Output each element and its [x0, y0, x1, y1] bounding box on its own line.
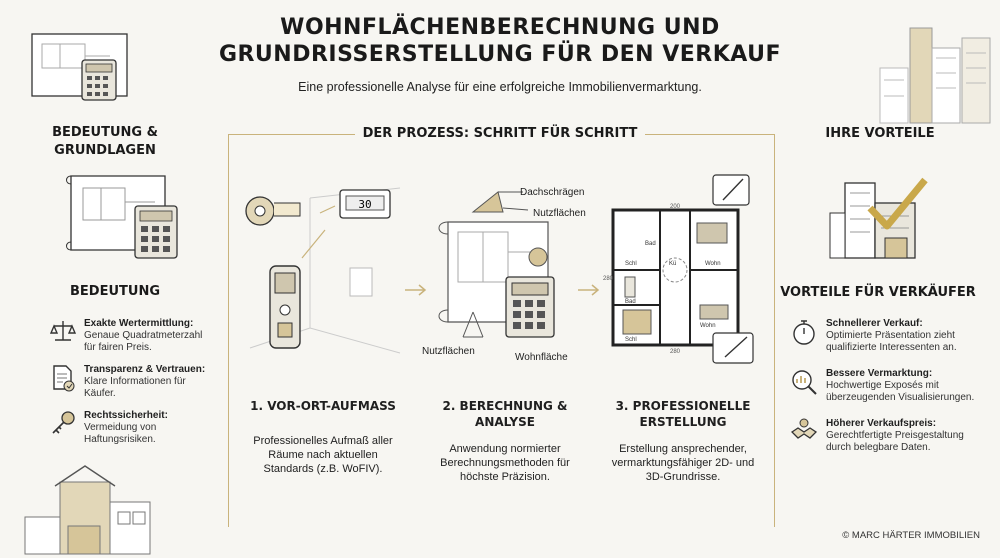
item-title: Transparenz & Vertrauen:	[84, 364, 206, 375]
step-title-line-2: ERSTELLUNG	[639, 415, 727, 429]
left-heading: BEDEUTUNG & GRUNDLAGEN	[30, 124, 180, 160]
item-title: Exakte Wertermittlung:	[84, 318, 194, 329]
plan-room-left: Schl	[625, 261, 637, 267]
right-subheading: VORTEILE FÜR VERKÄUFER	[780, 285, 976, 300]
title-line-2: GRUNDRISSERSTELLUNG FÜR DEN VERKAUF	[218, 42, 782, 67]
plan-dim-side: 280	[603, 276, 614, 282]
step-title-line-1: 1. VOR-ORT-AUFMASS	[250, 399, 396, 413]
label-living: Wohnfläche	[515, 352, 568, 363]
item-text: Genaue Quadratmeterzahl für fairen Preis…	[84, 330, 203, 353]
page-subtitle: Eine professionelle Analyse für eine erf…	[298, 80, 702, 94]
calculation-illustration	[438, 191, 555, 338]
label-roof: Dachschrägen	[520, 187, 585, 198]
floor-plan-illustration: 200 280 280 Bad Schl Kü Bad Wohn Schl Wo…	[603, 174, 754, 364]
right-heading: IHRE VORTEILE	[825, 126, 935, 141]
item-text: Hochwertige Exposés mit überzeugenden Vi…	[826, 380, 975, 403]
building-check-icon	[829, 177, 928, 259]
document-check-icon	[53, 365, 75, 392]
plan-dim-bottom: 280	[670, 349, 681, 355]
arrow-icon	[578, 284, 600, 296]
plan-room-bath: Bad	[645, 241, 656, 247]
item-text: Klare Informationen für Käufer.	[84, 376, 186, 399]
step-desc: Erstellung ansprechender, vermarktungsfä…	[611, 443, 755, 483]
step-1: 1. VOR-ORT-AUFMASS Professionelles Aufma…	[238, 398, 408, 476]
plan-room-bl: Bad	[625, 299, 636, 305]
left-subheading: BEDEUTUNG	[70, 284, 160, 299]
house-icon	[24, 465, 151, 555]
process-heading: DER PROZESS: SCHRITT FÜR SCHRITT	[355, 126, 645, 141]
step-desc: Anwendung normierter Berechnungsmethoden…	[440, 443, 570, 483]
plan-calculator-icon	[66, 175, 178, 259]
stopwatch-icon	[793, 320, 815, 345]
label-usable-top: Nutzflächen	[533, 208, 586, 219]
device-display-value: 30	[358, 198, 371, 211]
item-title: Rechtssicherheit:	[84, 410, 168, 421]
buildings-icon	[879, 27, 991, 124]
left-heading-line-2: GRUNDLAGEN	[54, 143, 156, 158]
key-icon	[52, 411, 75, 434]
magnifier-chart-icon	[792, 370, 817, 395]
step-title-line-2: ANALYSE	[475, 415, 535, 429]
step-title-line-1: 3. PROFESSIONELLE	[615, 399, 751, 413]
plan-bottom-right: Wohn	[700, 323, 716, 329]
blueprint-calculator-icon	[31, 33, 128, 101]
left-item-list: Exakte Wertermittlung:Genaue Quadratmete…	[49, 318, 210, 446]
list-item: Transparenz & Vertrauen:Klare Informatio…	[50, 364, 210, 400]
plan-bottom-left: Schl	[625, 337, 637, 343]
item-title: Höherer Verkaufspreis:	[826, 418, 937, 429]
step-3: 3. PROFESSIONELLE ERSTELLUNG Erstellung …	[598, 398, 768, 484]
label-usable-bottom: Nutzflächen	[422, 346, 475, 357]
list-item: Schnellerer Verkauf:Optimierte Präsentat…	[790, 318, 985, 354]
step-title: 2. BERECHNUNG & ANALYSE	[420, 398, 590, 430]
item-text: Gerechtfertigte Preisgestaltung durch be…	[826, 430, 964, 453]
step-desc: Professionelles Aufmaß aller Räume nach …	[253, 435, 393, 475]
arrow-icon	[405, 284, 427, 296]
item-title: Schnellerer Verkauf:	[826, 318, 923, 329]
item-text: Vermeidung von Haftungsrisiken.	[84, 422, 157, 445]
item-title: Bessere Vermarktung:	[826, 368, 933, 379]
list-item: Rechtssicherheit:Vermeidung von Haftungs…	[50, 410, 210, 446]
scales-icon	[49, 321, 77, 341]
list-item: Exakte Wertermittlung:Genaue Quadratmete…	[49, 318, 210, 354]
plan-room-br: Wohn	[705, 261, 721, 267]
left-heading-line-1: BEDEUTUNG &	[52, 125, 158, 140]
item-text: Optimierte Präsentation zieht qualifizie…	[826, 330, 957, 353]
plan-room-center: Kü	[669, 261, 676, 267]
list-item: Höherer Verkaufspreis:Gerechtfertigte Pr…	[790, 418, 985, 454]
measure-room-illustration: 30	[245, 187, 401, 354]
step-2: 2. BERECHNUNG & ANALYSE Anwendung normie…	[420, 398, 590, 484]
title-line-1: WOHNFLÄCHENBERECHNUNG UND	[280, 15, 720, 40]
plan-dim-top: 200	[670, 204, 681, 210]
step-title-line-1: 2. BERECHNUNG &	[442, 399, 568, 413]
page-title: WOHNFLÄCHENBERECHNUNG UND GRUNDRISSERSTE…	[160, 14, 840, 68]
right-item-list: Schnellerer Verkauf:Optimierte Präsentat…	[790, 318, 985, 454]
step-title: 1. VOR-ORT-AUFMASS	[238, 398, 408, 414]
step-title: 3. PROFESSIONELLE ERSTELLUNG	[598, 398, 768, 430]
list-item: Bessere Vermarktung:Hochwertige Exposés …	[790, 368, 985, 404]
copyright: © MARC HÄRTER IMMOBILIEN	[842, 530, 980, 541]
handshake-icon	[790, 418, 818, 439]
